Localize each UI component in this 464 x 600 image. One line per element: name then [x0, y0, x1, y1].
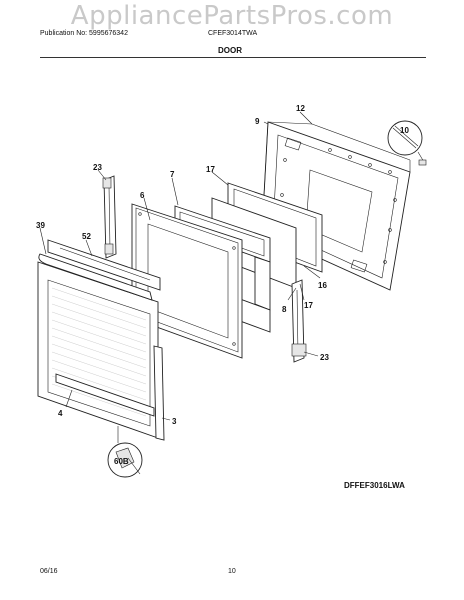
page-number: 10: [228, 568, 236, 575]
footer-date: 06/16: [40, 568, 58, 575]
door-handle: [38, 239, 161, 301]
callout-12: 12: [296, 104, 305, 113]
callout-3: 3: [172, 417, 177, 426]
callout-23-upper: 23: [93, 163, 102, 172]
callout-17-upper: 17: [206, 165, 215, 174]
header-divider: [40, 57, 426, 58]
model-number: CFEF3014TWA: [208, 30, 258, 37]
callout-60b: 60B: [114, 457, 129, 466]
callout-4: 4: [58, 409, 63, 418]
callout-16: 16: [318, 281, 327, 290]
callout-17-lower: 17: [304, 301, 313, 310]
callout-6: 6: [140, 191, 145, 200]
callout-9: 9: [255, 117, 260, 126]
figure-code: DFFEF3016LWA: [344, 481, 405, 490]
callout-8: 8: [282, 305, 287, 314]
screw-callout: [387, 120, 427, 166]
door-bottom-trim: [55, 373, 155, 417]
screw-callout-60b: [107, 426, 143, 478]
callout-10: 10: [400, 126, 409, 135]
callout-23-lower: 23: [320, 353, 329, 362]
leader-lines: [39, 111, 321, 421]
door-hinge-left: [102, 175, 117, 259]
callout-7: 7: [170, 170, 175, 179]
door-hinge-right: [291, 279, 307, 363]
section-title: DOOR: [218, 46, 242, 55]
callout-39: 39: [36, 221, 45, 230]
door-side-trim: [153, 345, 165, 441]
callout-labels: 12 9 10 17 23 7 6 39 52 16 8 17 23 4 3 6…: [36, 104, 409, 466]
publication-number: Publication No: 5995676342: [40, 30, 128, 37]
watermark-logo: AppliancePartsPros.com: [70, 1, 394, 31]
callout-52: 52: [82, 232, 91, 241]
